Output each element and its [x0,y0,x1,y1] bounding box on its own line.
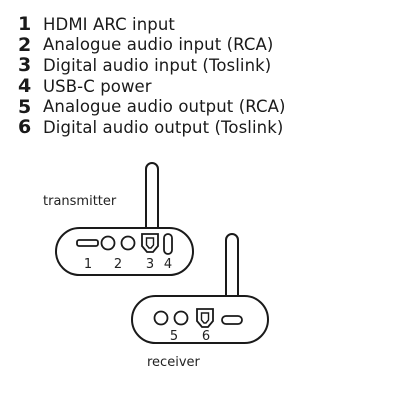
legend-item-digital-input: 3 Digital audio input (Toslink) [18,54,286,77]
legend-number: 5 [18,95,32,118]
legend-item-analogue-output: 5 Analogue audio output (RCA) [18,95,286,118]
rca-output-port-icon [173,310,189,326]
legend-number: 1 [18,13,32,36]
port-number-3: 3 [146,257,154,272]
transmitter-antenna [145,162,159,236]
legend-label: Digital audio output (Toslink) [43,117,284,137]
port-number-1: 1 [84,257,92,272]
legend-item-analogue-input: 2 Analogue audio input (RCA) [18,33,286,56]
legend-label: Digital audio input (Toslink) [43,55,272,75]
toslink-input-port-icon [141,233,159,253]
legend-item-hdmi-arc: 1 HDMI ARC input [18,13,286,36]
transmitter-device: transmitter 1 2 3 4 [43,162,194,276]
port-number-5: 5 [170,329,178,344]
rca-input-port-icon [100,235,116,251]
legend-label: HDMI ARC input [43,14,175,34]
port-number-4: 4 [164,257,172,272]
port-legend: 1 HDMI ARC input 2 Analogue audio input … [18,13,286,139]
hdmi-port-icon [76,239,99,247]
legend-label: USB-C power [43,76,152,96]
legend-number: 6 [18,116,32,139]
legend-number: 4 [18,75,32,98]
legend-item-usb-c-power: 4 USB-C power [18,75,286,98]
usb-c-port-icon [221,315,243,325]
receiver-device: 5 6 receiver [131,233,269,370]
legend-item-digital-output: 6 Digital audio output (Toslink) [18,116,286,139]
receiver-label: receiver [147,355,201,370]
rca-input-port-icon [120,235,136,251]
port-number-2: 2 [114,257,122,272]
port-number-6: 6 [202,329,210,344]
legend-number: 2 [18,33,32,56]
transmitter-label: transmitter [43,194,117,209]
toslink-inner-icon [200,312,210,324]
legend-number: 3 [18,54,32,77]
toslink-output-port-icon [196,308,214,328]
legend-label: Analogue audio output (RCA) [43,97,286,117]
legend-label: Analogue audio input (RCA) [43,35,274,55]
toslink-inner-icon [145,237,155,249]
rca-output-port-icon [153,310,169,326]
usb-c-port-icon [163,233,173,255]
